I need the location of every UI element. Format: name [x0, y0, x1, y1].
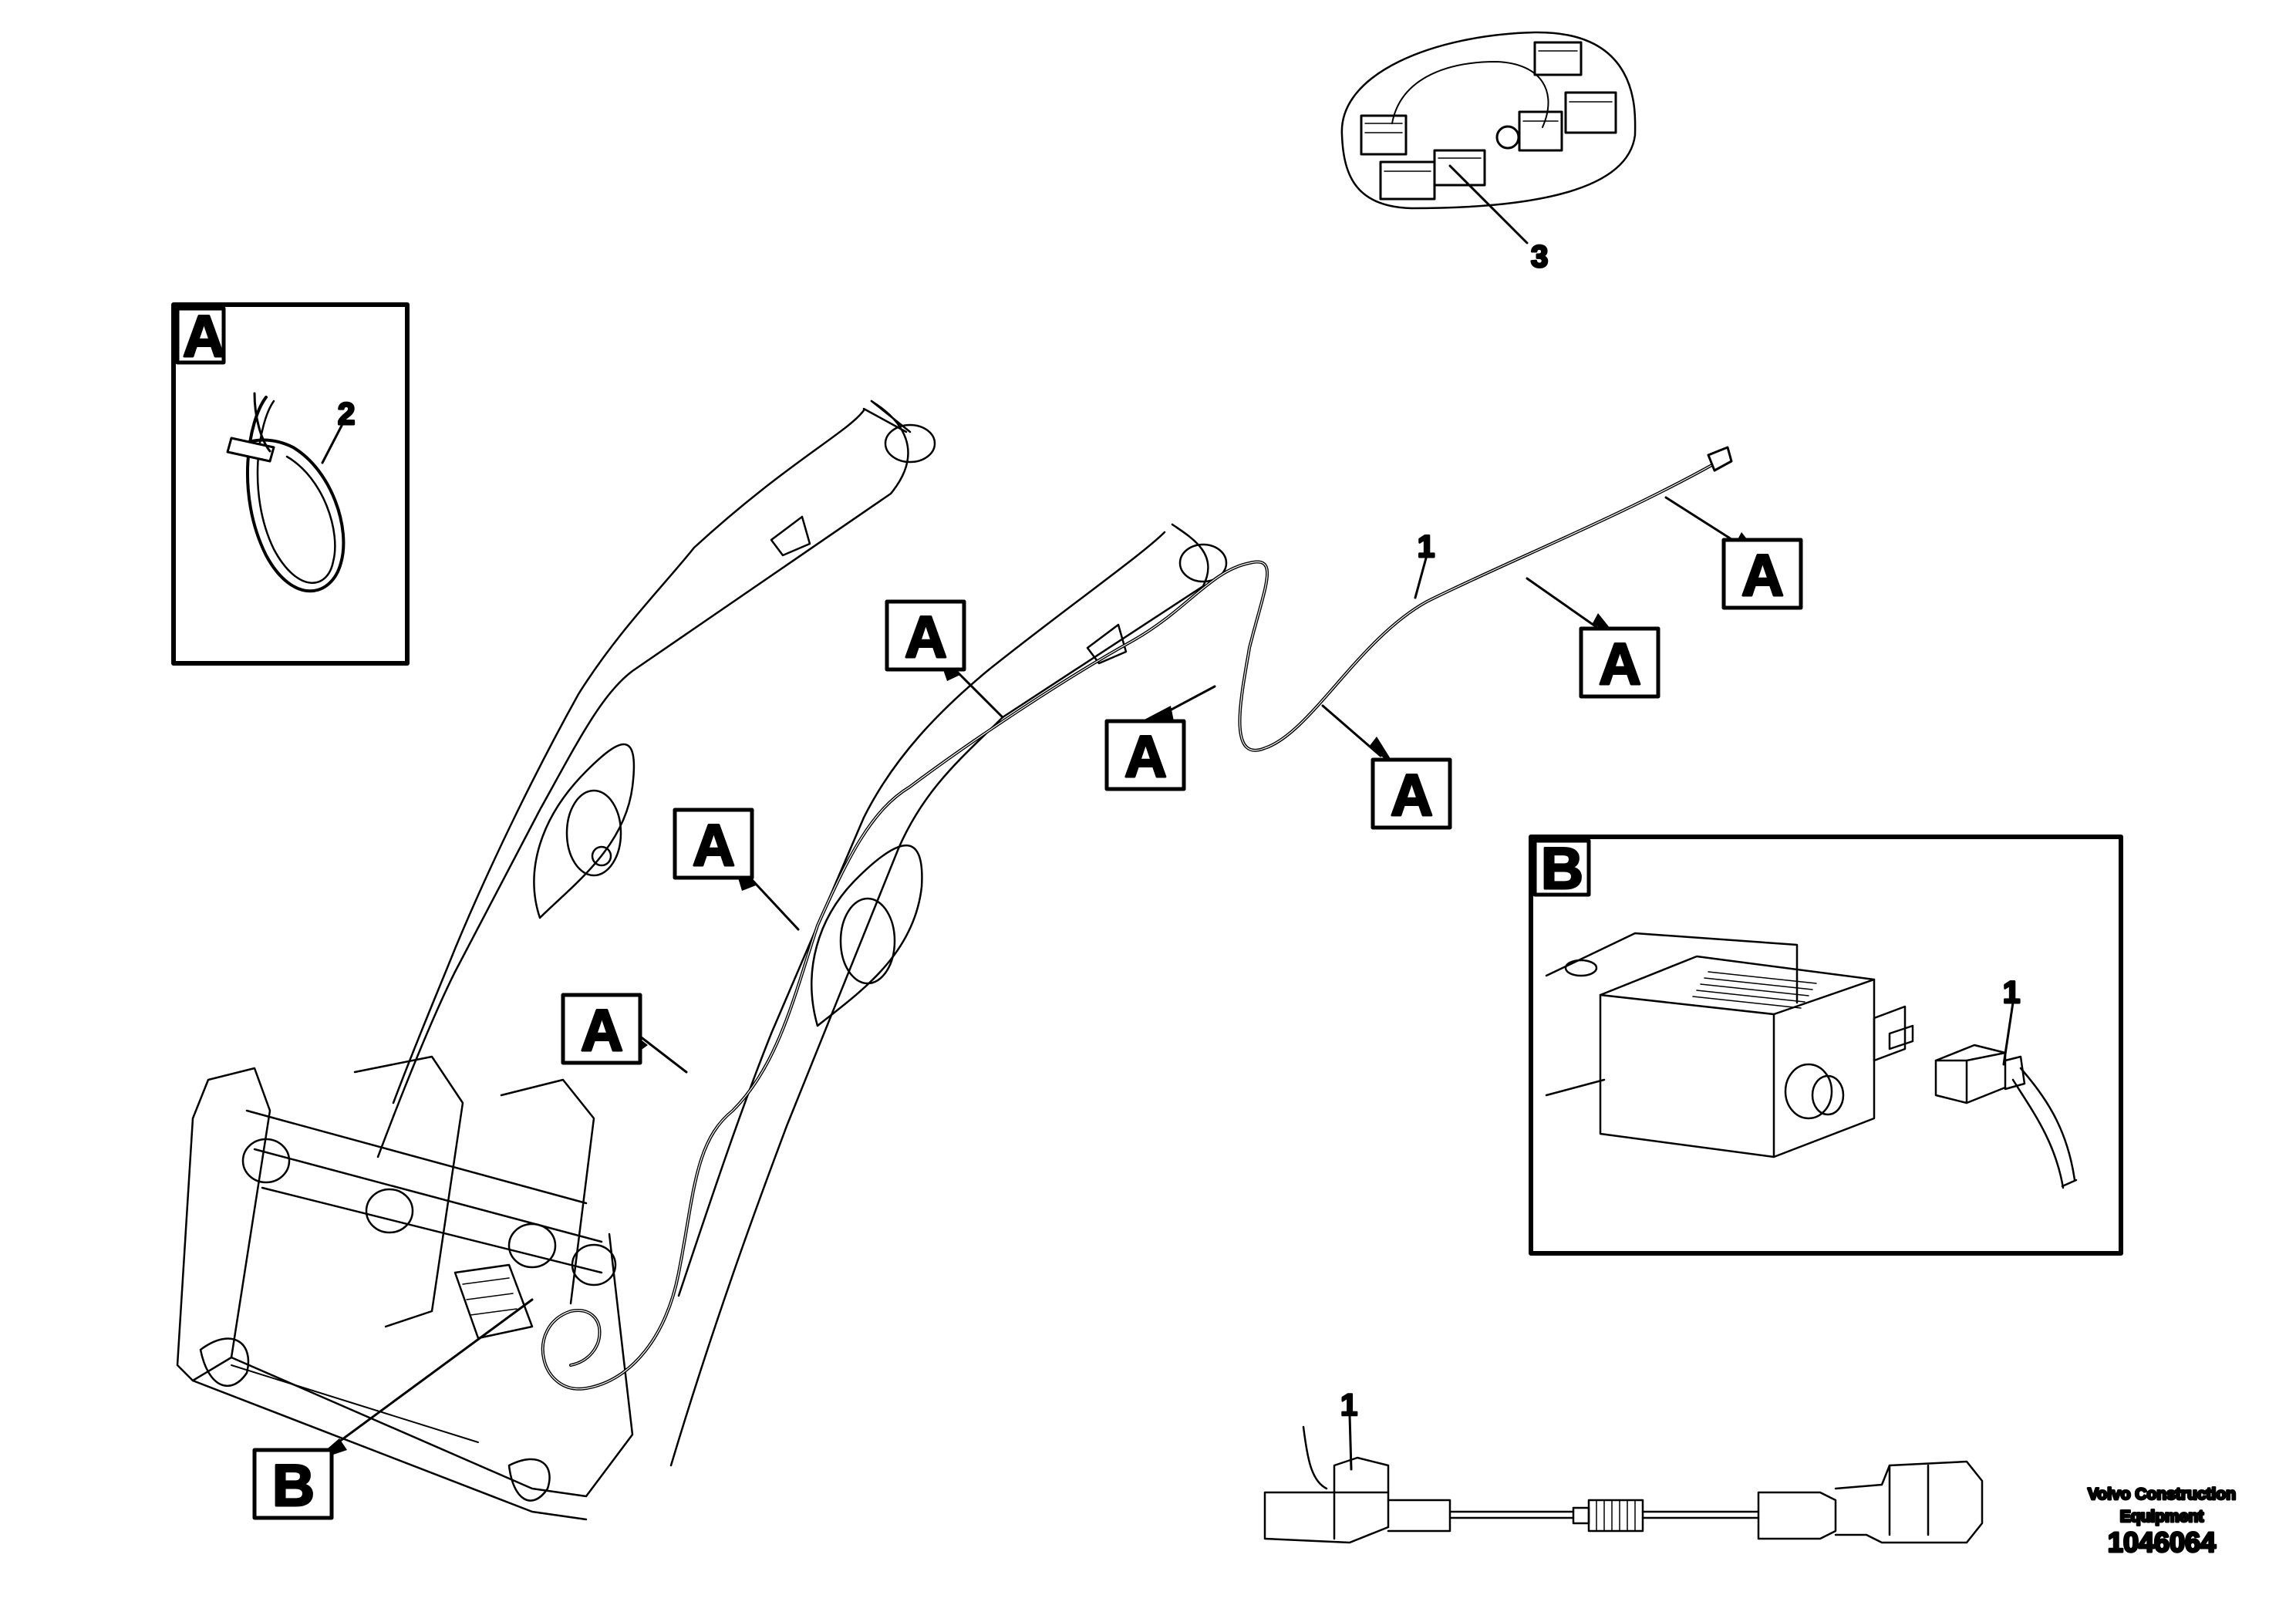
part-label-3: 3: [1531, 240, 1548, 274]
footer: Volvo Construction Equipment 1046064: [2086, 1485, 2237, 1560]
callout-a-6: A: [693, 813, 735, 878]
part-label-1-assembly: 1: [1340, 1388, 1357, 1422]
drawing-number: 1046064: [2108, 1526, 2216, 1558]
brand-line-1: Volvo Construction: [2088, 1485, 2236, 1503]
part-label-1-harness: 1: [1418, 530, 1435, 564]
instrument-panel: 3: [1340, 31, 1637, 275]
brand-line-2: Equipment: [2120, 1508, 2204, 1526]
loader-lift-arms: [176, 400, 1228, 1521]
callouts-a: A A A A A A A: [561, 496, 1803, 1074]
detail-a-label: A: [183, 304, 225, 369]
cable-tie-icon: [226, 392, 346, 593]
detail-b-box: B 1: [1529, 835, 2123, 1256]
wiring-harness: 1: [541, 446, 1733, 1391]
callout-a-1: A: [1741, 543, 1784, 609]
detail-b-label: B: [1541, 836, 1583, 902]
callout-b: B: [252, 1298, 534, 1520]
callout-a-2: A: [1599, 632, 1641, 697]
detail-a-box: A 2: [171, 302, 410, 666]
part-label-2: 2: [338, 397, 355, 431]
callout-b-label: B: [272, 1453, 315, 1519]
callout-a-7: A: [581, 998, 623, 1064]
callout-a-5: A: [905, 605, 947, 670]
lamp-unit-icon: [1545, 932, 1914, 1158]
callout-a-3: A: [1391, 763, 1433, 828]
part-label-1-detail-b: 1: [2003, 976, 2020, 1010]
cable-assembly: 1: [1263, 1388, 1984, 1544]
callout-a-4: A: [1124, 724, 1167, 790]
connector-plug-icon: [1934, 1044, 2078, 1189]
